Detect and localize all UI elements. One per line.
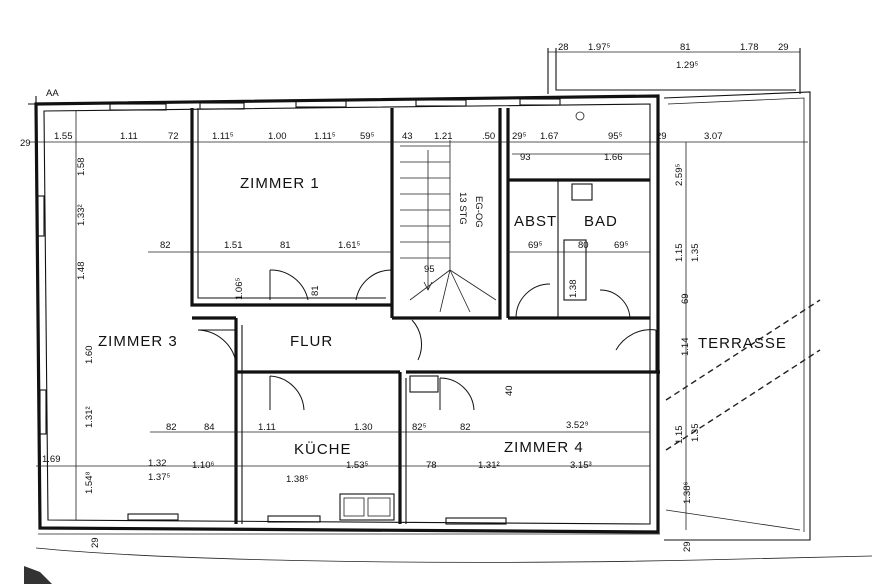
dim-misc-3: 81 bbox=[310, 285, 321, 296]
room-label-abst: ABST bbox=[514, 213, 557, 230]
dim-top-9: 1.21 bbox=[434, 131, 453, 142]
dim-left-3: 1.48 bbox=[76, 262, 87, 281]
dim-top-13: 95⁵ bbox=[608, 131, 623, 142]
stair-label: 13 STG bbox=[457, 192, 468, 225]
dim-left-4: 1.60 bbox=[84, 346, 95, 365]
dim-bot-5: 1.53⁵ bbox=[346, 460, 368, 471]
room-label-zimmer-1: ZIMMER 1 bbox=[240, 175, 320, 192]
room-label-kueche: KÜCHE bbox=[294, 440, 352, 458]
dimension-texts: 1.55 1.11 72 1.11⁵ 1.00 1.11⁵ 59⁵ 43 1.2… bbox=[20, 42, 789, 552]
dim-misc-2: 1.06⁵ bbox=[234, 278, 245, 300]
dim-top-8: 43 bbox=[402, 131, 413, 142]
dim-top-10: .50 bbox=[482, 131, 495, 142]
dim-right-1: 2.59⁵ bbox=[674, 164, 685, 186]
room-label-bad: BAD bbox=[584, 213, 618, 230]
terrace bbox=[547, 48, 821, 541]
room-label-zimmer-3: ZIMMER 3 bbox=[98, 333, 178, 350]
dim-misc-4: 40 bbox=[504, 385, 515, 396]
dim-right-8: 1.38⁶ bbox=[682, 482, 693, 504]
dim-right-5: 1.14 bbox=[680, 338, 691, 357]
dim-mid-8: 69⁵ bbox=[614, 240, 629, 251]
room-label-terrasse: TERRASSE bbox=[698, 335, 787, 352]
dim-misc-7: 29 bbox=[90, 537, 101, 548]
dim-top-11: 29⁵ bbox=[512, 131, 527, 142]
dim-left-1: 1.58 bbox=[76, 158, 87, 177]
dim-mid-6: 69⁵ bbox=[528, 240, 543, 251]
dim-ext-2: 1.97⁵ bbox=[588, 42, 610, 53]
dim-right-3: 1.35 bbox=[690, 244, 701, 263]
dim-mid-4: 1.61⁵ bbox=[338, 240, 360, 251]
dim-ext-6: 29 bbox=[778, 42, 789, 53]
dim-bot-2: 1.32 bbox=[148, 458, 167, 469]
dim-misc-5: AA bbox=[46, 88, 59, 99]
dim-mid-1: 82 bbox=[160, 240, 171, 251]
dim-mid-7: 80 bbox=[578, 240, 589, 251]
outer-walls bbox=[28, 94, 660, 534]
dim-low-7: 3.52⁹ bbox=[566, 420, 589, 431]
dim-misc-8: 29 bbox=[682, 541, 693, 552]
dim-low-5: 82⁵ bbox=[412, 422, 427, 433]
dim-bot-4: 1.10⁶ bbox=[192, 460, 214, 471]
windows bbox=[37, 98, 561, 525]
dim-left-6: 1.54⁸ bbox=[84, 472, 95, 495]
dim-misc-6: 29 bbox=[20, 138, 31, 149]
dim-low-6: 82 bbox=[460, 422, 471, 433]
dim-low-4: 1.30 bbox=[354, 422, 373, 433]
dim-low-1: 82 bbox=[166, 422, 177, 433]
dim-top-16: 93 bbox=[520, 152, 531, 163]
dim-low-2: 84 bbox=[204, 422, 215, 433]
dim-bot-8: 1.31² bbox=[478, 460, 500, 471]
dim-mid-2: 1.51 bbox=[224, 240, 243, 251]
dim-bot-7: 78 bbox=[426, 460, 437, 471]
dim-ext-4: 1.78 bbox=[740, 42, 759, 53]
dim-top-12: 1.67 bbox=[540, 131, 559, 142]
dim-top-1: 1.55 bbox=[54, 131, 73, 142]
dim-top-5: 1.00 bbox=[268, 131, 287, 142]
dim-left-5: 1.31² bbox=[84, 406, 95, 428]
dim-top-4: 1.11⁵ bbox=[212, 131, 234, 142]
dim-top-14: 29 bbox=[656, 131, 667, 142]
dim-ext-5: 1.29⁵ bbox=[676, 60, 698, 71]
dim-bot-1: 1.69 bbox=[42, 454, 61, 465]
dim-right-6: 1.15 bbox=[674, 426, 685, 445]
room-labels: ZIMMER 1 ZIMMER 3 ZIMMER 4 FLUR KÜCHE AB… bbox=[98, 175, 787, 458]
stair-label-floors: EG-OG bbox=[473, 196, 484, 228]
dim-right-2: 1.15 bbox=[674, 244, 685, 263]
dim-top-6: 1.11⁵ bbox=[314, 131, 336, 142]
fixtures bbox=[339, 111, 593, 521]
dim-top-3: 72 bbox=[168, 131, 179, 142]
dim-low-3: 1.11 bbox=[258, 422, 276, 433]
room-label-zimmer-4: ZIMMER 4 bbox=[504, 439, 584, 456]
dim-misc-1: 1.38 bbox=[568, 280, 579, 299]
dim-mid-3: 81 bbox=[280, 240, 291, 251]
dimension-lines bbox=[30, 51, 808, 535]
dim-left-2: 1.33² bbox=[76, 204, 87, 226]
dim-mid-5: 95 bbox=[424, 264, 435, 275]
doors bbox=[197, 269, 657, 411]
dim-bot-3: 1.37⁵ bbox=[148, 472, 170, 483]
dim-bot-9: 3.15³ bbox=[570, 460, 592, 471]
scan-edge bbox=[24, 547, 872, 584]
dim-right-4: 69 bbox=[680, 293, 691, 304]
dim-top-2: 1.11 bbox=[120, 131, 138, 142]
dim-right-7: 1.35 bbox=[690, 424, 701, 443]
dim-top-7: 59⁵ bbox=[360, 131, 375, 142]
dim-top-15: 3.07 bbox=[704, 131, 723, 142]
dim-bot-6: 1.38⁵ bbox=[286, 474, 308, 485]
partition-walls bbox=[190, 108, 660, 524]
dim-top-17: 1.66 bbox=[604, 152, 623, 163]
staircase bbox=[400, 140, 497, 313]
room-label-flur: FLUR bbox=[290, 333, 333, 350]
dim-ext-1: 28 bbox=[558, 42, 569, 53]
dim-ext-3: 81 bbox=[680, 42, 691, 53]
